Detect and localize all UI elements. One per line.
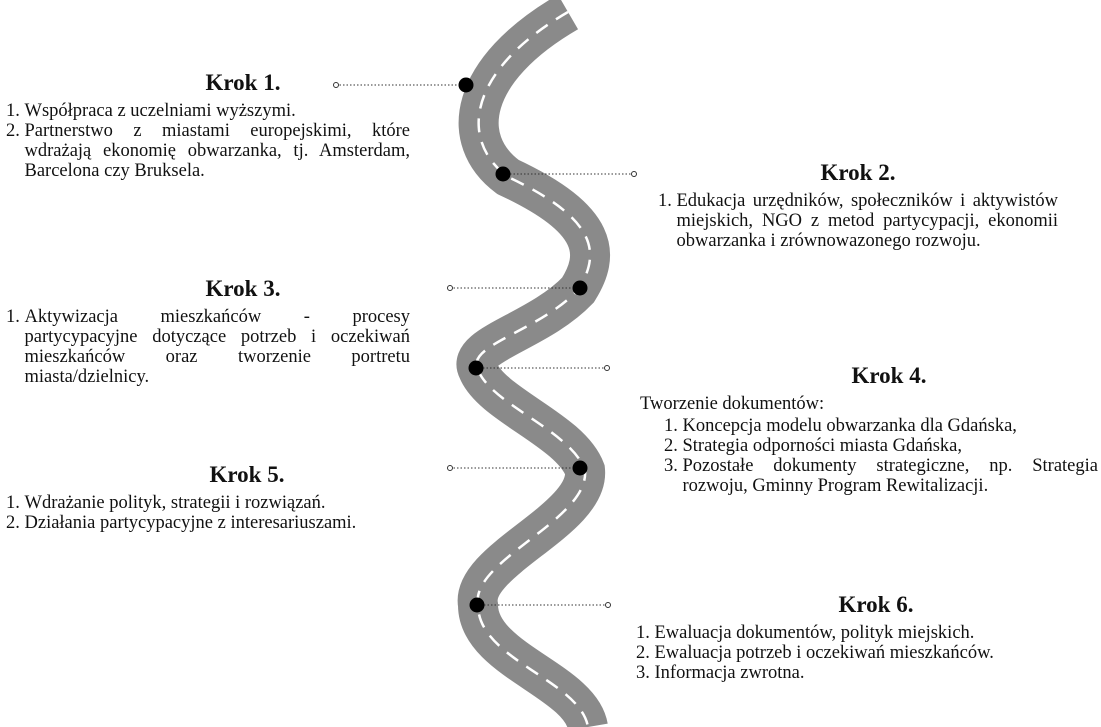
step2-marker <box>496 167 511 182</box>
step2-list: 1. Edukacja urzędników, społeczników i a… <box>658 191 1058 251</box>
step4-list: 1. Koncepcja modelu obwarzanka dla Gdańs… <box>640 416 1098 496</box>
step6-list: 1. Ewaluacja dokumentów, polityk miejski… <box>636 623 1100 683</box>
step4-title: Krok 4. <box>640 363 1098 388</box>
step6-marker <box>470 598 485 613</box>
list-item: 1. Edukacja urzędników, społeczników i a… <box>658 191 1058 251</box>
step4-block: Krok 4. Tworzenie dokumentów: 1. Koncepc… <box>640 363 1098 496</box>
step4-marker <box>469 361 484 376</box>
list-item: 1. Aktywizacja mieszkańców - procesy par… <box>6 307 410 387</box>
step2-title: Krok 2. <box>658 160 1058 185</box>
step4-intro: Tworzenie dokumentów: <box>640 394 1098 414</box>
step5-marker <box>573 461 588 476</box>
list-item: 1. Wdrażanie polityk, strategii i rozwią… <box>6 493 426 513</box>
step3-block: Krok 3. 1. Aktywizacja mieszkańców - pro… <box>6 276 410 387</box>
list-item: 1. Ewaluacja dokumentów, polityk miejski… <box>636 623 1100 643</box>
list-item: 2. Partnerstwo z miastami europejskimi, … <box>6 121 410 181</box>
road-path <box>476 12 590 727</box>
step5-block: Krok 5. 1. Wdrażanie polityk, strategii … <box>6 462 426 533</box>
list-item: 2. Strategia odporności miasta Gdańska, <box>664 436 1098 456</box>
step6-block: Krok 6. 1. Ewaluacja dokumentów, polityk… <box>636 592 1100 683</box>
list-item: 2. Ewaluacja potrzeb i oczekiwań mieszka… <box>636 643 1100 663</box>
step5-list: 1. Wdrażanie polityk, strategii i rozwią… <box>6 493 426 533</box>
step5-title: Krok 5. <box>6 462 426 487</box>
step6-title: Krok 6. <box>636 592 1100 617</box>
list-item: 1. Współpraca z uczelniami wyższymi. <box>6 101 410 121</box>
step1-block: Krok 1. 1. Współpraca z uczelniami wyższ… <box>6 70 410 181</box>
step3-marker <box>573 281 588 296</box>
list-item: 2. Działania partycypacyjne z interesari… <box>6 513 426 533</box>
list-item: 3. Pozostałe dokumenty strategiczne, np.… <box>664 456 1098 496</box>
list-item: 1. Koncepcja modelu obwarzanka dla Gdańs… <box>664 416 1098 436</box>
step1-list: 1. Współpraca z uczelniami wyższymi. 2. … <box>6 101 410 181</box>
step1-marker <box>459 78 474 93</box>
step3-title: Krok 3. <box>6 276 410 301</box>
step3-list: 1. Aktywizacja mieszkańców - procesy par… <box>6 307 410 387</box>
step1-title: Krok 1. <box>6 70 410 95</box>
step2-block: Krok 2. 1. Edukacja urzędników, społeczn… <box>658 160 1058 251</box>
list-item: 3. Informacja zwrotna. <box>636 663 1100 683</box>
